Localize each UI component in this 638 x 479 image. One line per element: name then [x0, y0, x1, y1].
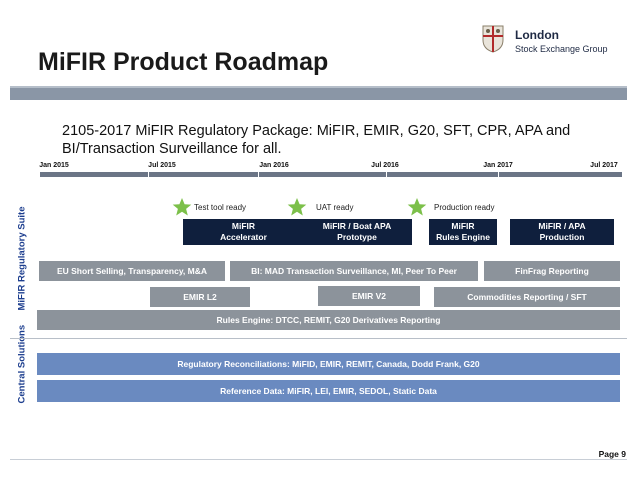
milestone-mifir-accelerator: MiFIR Accelerator	[183, 219, 304, 245]
slide-title: MiFIR Product Roadmap	[38, 48, 329, 76]
timeline-label-jan-2017: Jan 2017	[483, 162, 513, 169]
slide-subtitle: 2105-2017 MiFIR Regulatory Package: MiFI…	[62, 123, 571, 157]
bar-reference-data: Reference Data: MiFIR, LEI, EMIR, SEDOL,…	[37, 380, 620, 402]
bar-eu-short-selling: EU Short Selling, Transparency, M&A	[39, 261, 225, 281]
timeline-label-jul-2016: Jul 2016	[371, 162, 399, 169]
milestone-star-icon	[287, 197, 307, 217]
timeline-tick	[386, 172, 387, 177]
lseg-crest-icon	[477, 22, 509, 54]
timeline-tick	[258, 172, 259, 177]
section-label-regulatory: MiFIR Regulatory Suite	[4, 207, 40, 311]
milestone-line1: MiFIR	[231, 221, 256, 231]
logo-name: London	[515, 28, 559, 42]
timeline-tick	[148, 172, 149, 177]
milestone-line2: Accelerator	[220, 232, 267, 242]
milestone-line2: Production	[539, 232, 585, 242]
star-label-test-tool: Test tool ready	[194, 203, 247, 212]
timeline-label-jan-2015: Jan 2015	[39, 162, 69, 169]
section-label-text: MiFIR Regulatory Suite	[16, 206, 28, 311]
page-number: Page 9	[598, 449, 626, 459]
timeline-tick	[498, 172, 499, 177]
header-divider	[10, 88, 627, 100]
milestone-line2: Rules Engine	[436, 232, 490, 242]
milestone-star-icon	[407, 197, 427, 217]
milestone-boat-apa-prototype: MiFIR / Boat APA Prototype	[302, 219, 412, 245]
bar-commodities-sft: Commodities Reporting / SFT	[434, 287, 620, 307]
milestone-rules-engine: MiFIR Rules Engine	[429, 219, 497, 245]
timeline-label-jan-2016: Jan 2016	[259, 162, 289, 169]
bar-emir-l2: EMIR L2	[150, 287, 250, 307]
timeline-label-jul-2015: Jul 2015	[148, 162, 176, 169]
header-divider-light	[10, 86, 627, 88]
star-label-uat: UAT ready	[316, 203, 354, 212]
timeline-axis	[40, 172, 622, 177]
footer-divider	[10, 459, 627, 460]
milestone-line1: MiFIR	[451, 221, 475, 231]
section-label-text: Central Solutions	[16, 324, 28, 404]
milestone-apa-production: MiFIR / APA Production	[510, 219, 614, 245]
section-divider	[10, 338, 627, 339]
milestone-line1: MiFIR / Boat APA	[322, 221, 392, 231]
bar-finfrag-reporting: FinFrag Reporting	[484, 261, 620, 281]
logo-subtitle: Stock Exchange Group	[515, 44, 608, 54]
milestone-star-icon	[172, 197, 192, 217]
milestone-line2: Prototype	[337, 232, 377, 242]
bar-regulatory-reconciliations: Regulatory Reconciliations: MiFID, EMIR,…	[37, 353, 620, 375]
milestone-line1: MiFIR / APA	[538, 221, 586, 231]
timeline-label-jul-2017: Jul 2017	[590, 162, 618, 169]
bar-bi-mad-surveillance: BI: MAD Transaction Surveillance, MI, Pe…	[230, 261, 478, 281]
star-label-production: Production ready	[434, 203, 495, 212]
bar-emir-v2: EMIR V2	[318, 286, 420, 306]
bar-rules-engine: Rules Engine: DTCC, REMIT, G20 Derivativ…	[37, 310, 620, 330]
section-label-central: Central Solutions	[4, 325, 40, 404]
